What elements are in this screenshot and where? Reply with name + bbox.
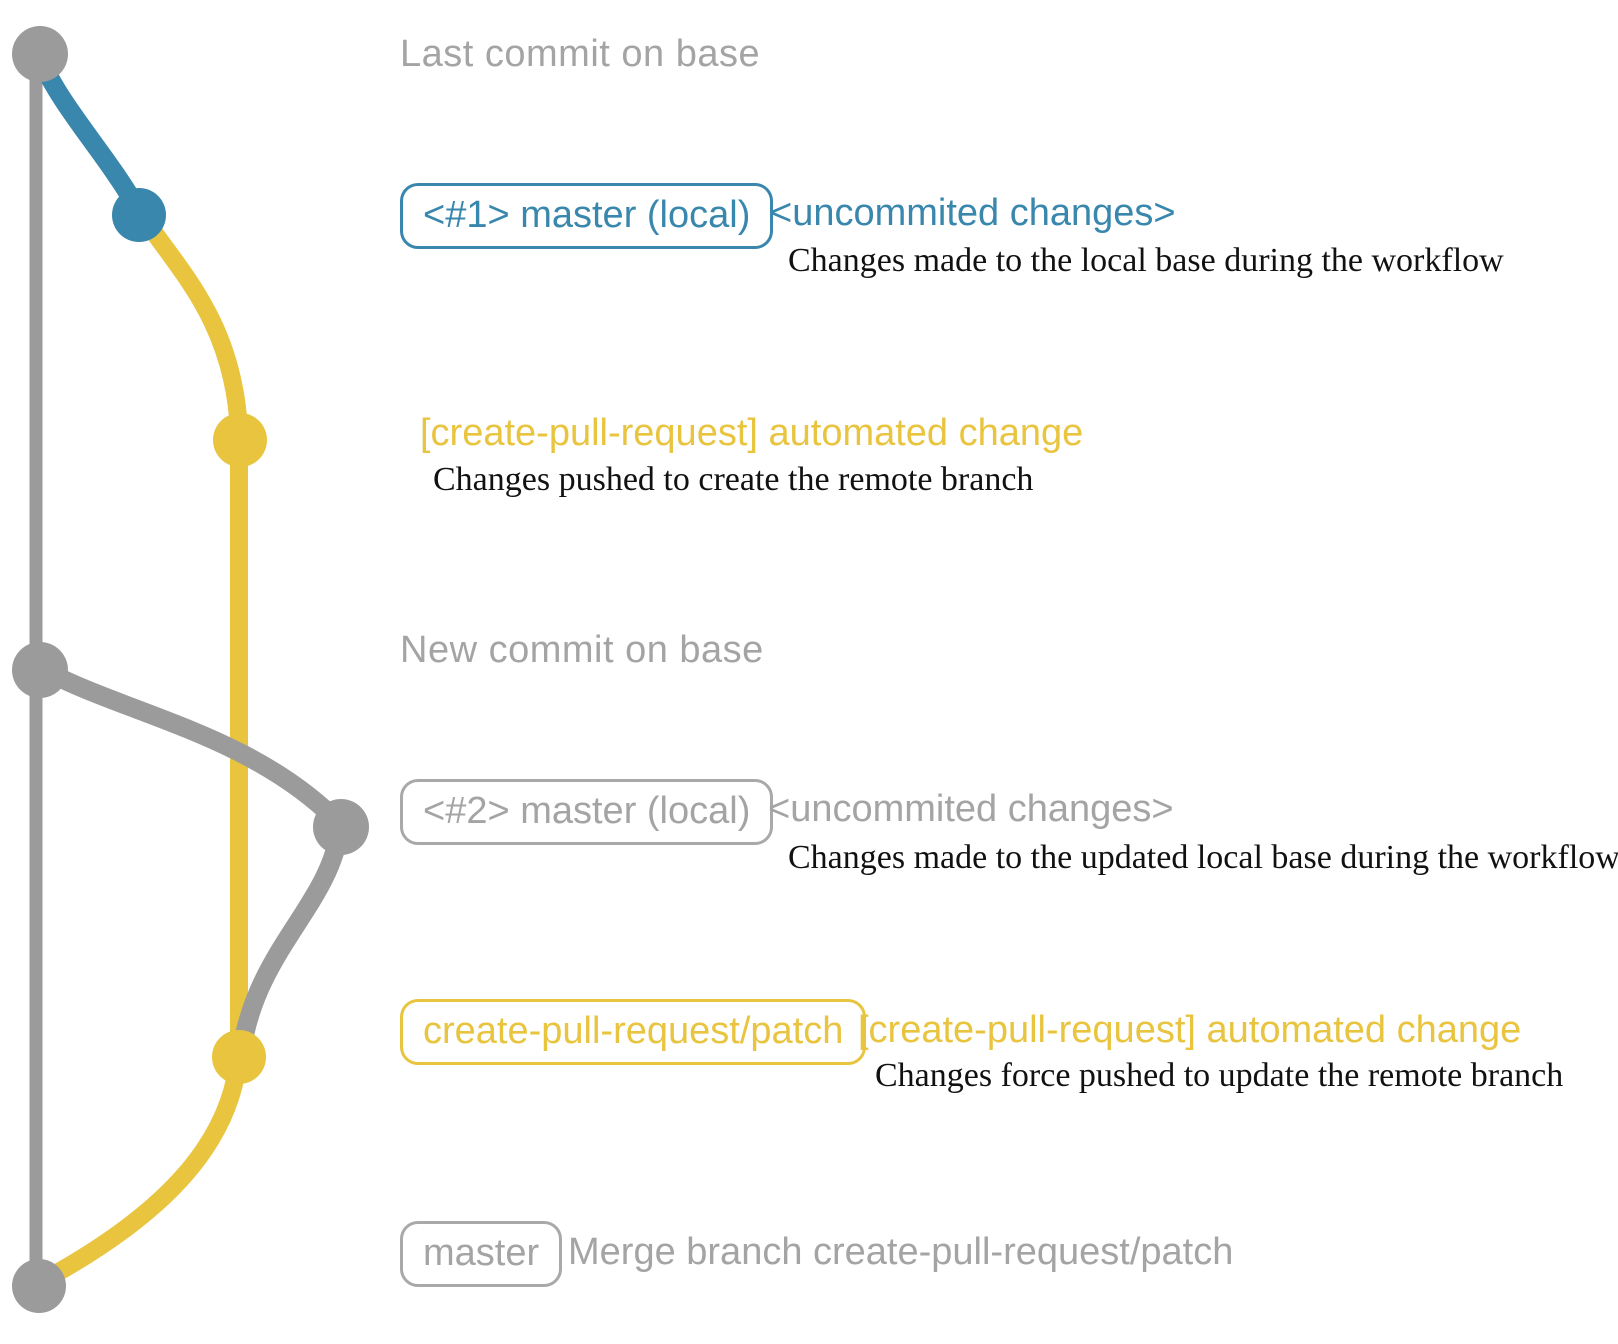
- patch-branch-row: create-pull-request/patch: [400, 999, 867, 1065]
- patch-merge-curve: [37, 1043, 248, 1288]
- patch-branch-tag: create-pull-request/patch: [400, 999, 867, 1065]
- commit-dot-master-local-2: [313, 799, 369, 855]
- master-local-2-description: Changes made to the updated local base d…: [788, 839, 1618, 876]
- commit-dot-patch-1: [213, 413, 267, 467]
- new-commit-on-base-label: New commit on base: [400, 629, 764, 671]
- patch-branch-line: [131, 203, 248, 1061]
- master-local-2-commit-message: <uncommited changes>: [768, 788, 1174, 830]
- patch-commit-1-description: Changes pushed to create the remote bran…: [433, 461, 1034, 498]
- git-graph: [12, 26, 369, 1313]
- master-local-1-row: <#1> master (local): [400, 183, 774, 249]
- master-local-1-curve: [31, 50, 146, 216]
- master-branch-tag: master: [400, 1221, 563, 1287]
- master-local-1-description: Changes made to the local base during th…: [788, 242, 1504, 279]
- master-local-2-to-patch-curve: [232, 818, 350, 1058]
- last-commit-on-base-label: Last commit on base: [400, 33, 761, 75]
- master-local-1-branch-tag: <#1> master (local): [400, 183, 774, 249]
- commit-dot-merge: [12, 1259, 66, 1313]
- commit-dot-last-commit-on-base: [12, 26, 68, 82]
- commit-dot-new-commit-on-base: [12, 642, 68, 698]
- commit-dot-master-local-1: [112, 188, 166, 242]
- master-local-2-branch-tag: <#2> master (local): [400, 779, 774, 845]
- patch-commit-2-message: [create-pull-request] automated change: [858, 1009, 1522, 1051]
- master-local-2-curve: [30, 658, 346, 830]
- master-branch-row: master: [400, 1221, 563, 1287]
- merge-commit-message: Merge branch create-pull-request/patch: [568, 1231, 1234, 1273]
- patch-commit-1-message: [create-pull-request] automated change: [420, 412, 1084, 454]
- commit-dot-patch-2: [212, 1030, 266, 1084]
- master-local-2-row: <#2> master (local): [400, 779, 774, 845]
- patch-commit-2-description: Changes force pushed to update the remot…: [875, 1057, 1564, 1094]
- master-local-1-commit-message: <uncommited changes>: [770, 192, 1176, 234]
